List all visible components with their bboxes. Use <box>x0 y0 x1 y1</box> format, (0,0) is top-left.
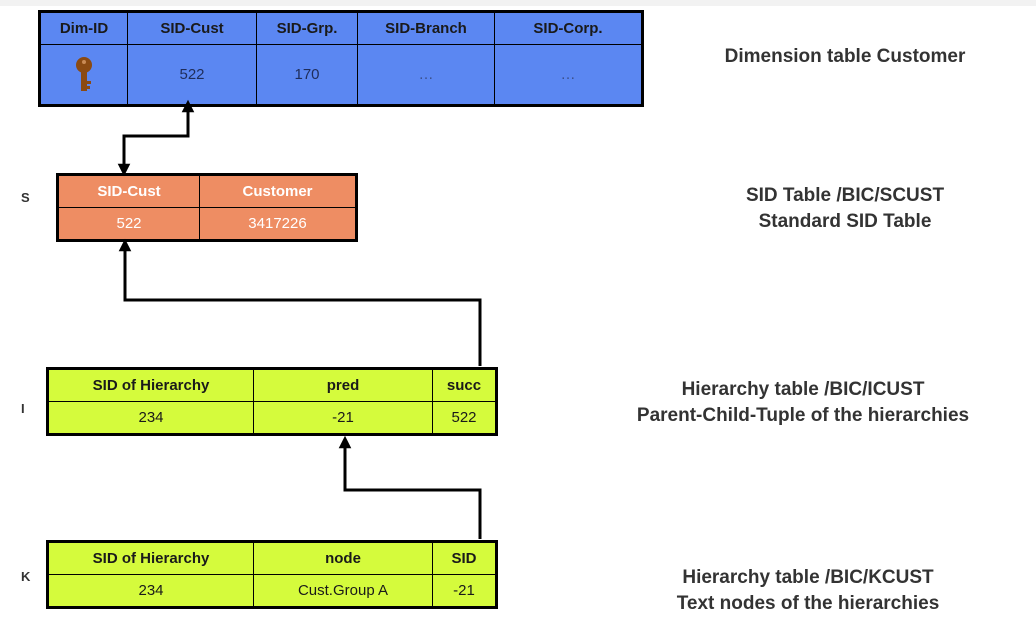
col-sid-corp: SID-Corp. <box>494 11 643 45</box>
k-sid-to-pred-connector <box>338 435 482 539</box>
col-pred: pred <box>253 368 433 402</box>
col-sid-of-hierarchy: SID of Hierarchy <box>47 368 254 402</box>
cell-sid-cust: 522 <box>127 44 257 106</box>
col-node: node <box>253 541 433 575</box>
col-sid: SID <box>432 541 497 575</box>
cell-customer: 3417226 <box>199 207 357 241</box>
col-sid-branch: SID-Branch <box>357 11 495 45</box>
col-succ: succ <box>432 368 497 402</box>
hierarchy-i-marker: I <box>21 401 25 416</box>
col-sid-grp: SID-Grp. <box>256 11 358 45</box>
cell-pred: -21 <box>253 401 433 435</box>
succ-to-sid-connector <box>118 238 482 366</box>
col-sid-cust: SID-Cust <box>127 11 257 45</box>
hierarchy-i-label: Hierarchy table /BIC/ICUST Parent-Child-… <box>578 377 1028 429</box>
dimension-sid-connector <box>117 99 195 177</box>
hierarchy-k-marker: K <box>21 569 31 584</box>
top-bar <box>0 0 1036 6</box>
col-sid-cust: SID-Cust <box>57 174 200 208</box>
cell-sid-grp: 170 <box>256 44 358 106</box>
key-icon <box>76 56 92 91</box>
cell-sid-of-hierarchy: 234 <box>47 574 254 608</box>
cell-sid-corp: … <box>494 44 643 106</box>
sid-table-label-line1: SID Table /BIC/SCUST <box>745 185 945 206</box>
hierarchy-i-label-line2: Parent-Child-Tuple of the hierarchies <box>636 405 970 426</box>
hierarchy-k-table: SID of Hierarchy node SID 234 Cust.Group… <box>46 540 498 609</box>
cell-sid: -21 <box>432 574 497 608</box>
cell-sid-branch: … <box>357 44 495 106</box>
col-customer: Customer <box>199 174 357 208</box>
hierarchy-i-label-line1: Hierarchy table /BIC/ICUST <box>681 379 925 400</box>
sid-marker: S <box>21 190 30 205</box>
hierarchy-k-label-line2: Text nodes of the hierarchies <box>676 593 940 614</box>
cell-node: Cust.Group A <box>253 574 433 608</box>
key-cell <box>39 44 128 106</box>
col-sid-of-hierarchy: SID of Hierarchy <box>47 541 254 575</box>
hierarchy-k-label-line1: Hierarchy table /BIC/KCUST <box>682 567 934 588</box>
dimension-table: Dim-ID SID-Cust SID-Grp. SID-Branch SID-… <box>38 10 644 107</box>
hierarchy-k-label: Hierarchy table /BIC/KCUST Text nodes of… <box>618 565 998 617</box>
sid-table-label-line2: Standard SID Table <box>758 211 932 232</box>
cell-sid-of-hierarchy: 234 <box>47 401 254 435</box>
dimension-table-label: Dimension table Customer <box>724 46 966 67</box>
cell-succ: 522 <box>432 401 497 435</box>
sid-table-label: SID Table /BIC/SCUST Standard SID Table <box>672 183 1018 235</box>
hierarchy-i-table: SID of Hierarchy pred succ 234 -21 522 <box>46 367 498 436</box>
